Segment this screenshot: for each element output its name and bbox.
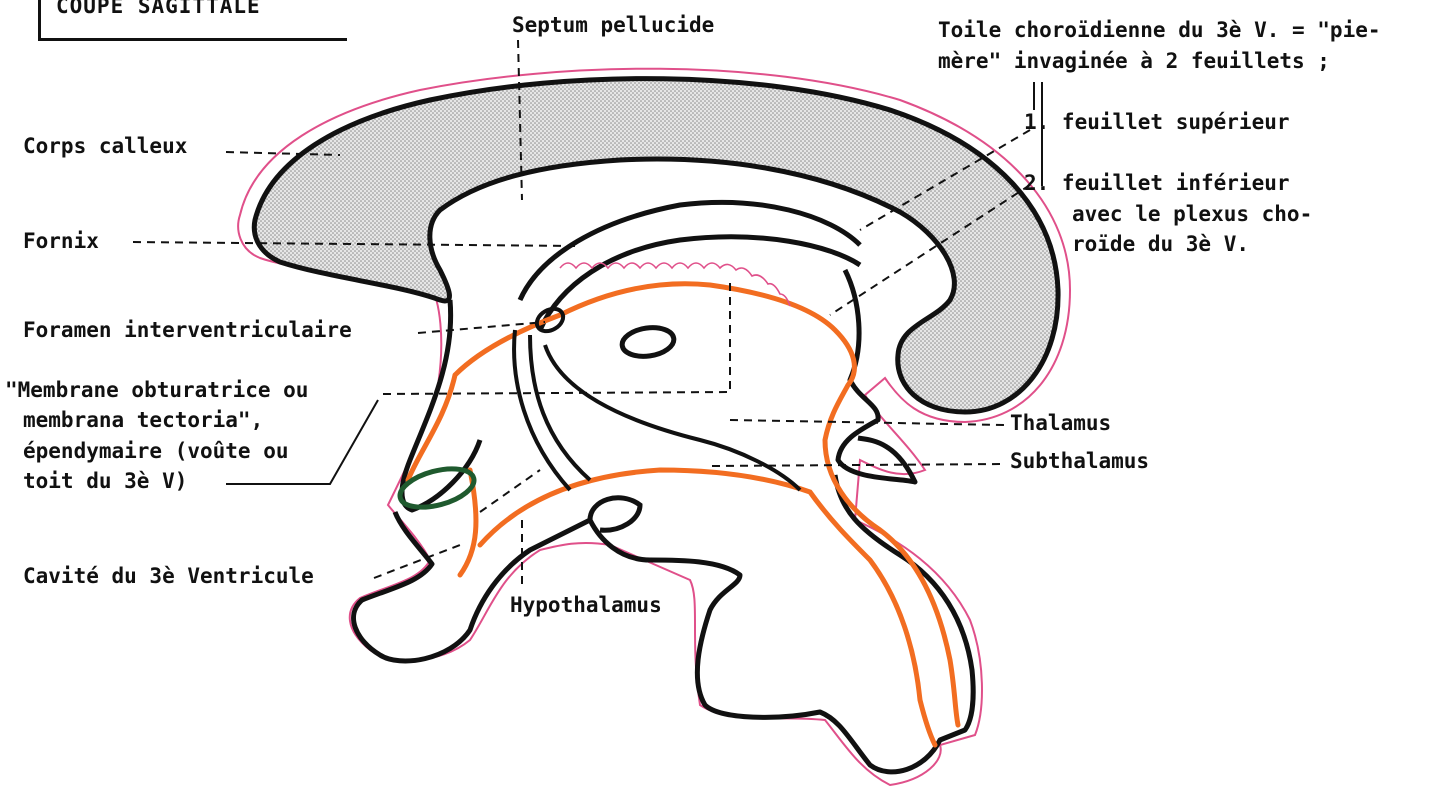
ependyma-contour xyxy=(408,284,958,745)
label-toile-line2: mère" invaginée à 2 feuillets ; xyxy=(938,46,1330,76)
label-septum-pellucide: Septum pellucide xyxy=(512,10,714,40)
label-fornix: Fornix xyxy=(23,226,99,256)
label-subthalamus: Subthalamus xyxy=(1010,446,1149,476)
label-feuillet-superieur: 1. feuillet supérieur xyxy=(1024,107,1290,137)
label-membrane-line1: "Membrane obturatrice ou xyxy=(5,375,308,405)
label-feuillet-inferieur-line2: avec le plexus cho- xyxy=(1072,199,1312,229)
label-membrane-line4: toit du 3è V) xyxy=(23,466,187,496)
interthalamic-adhesion xyxy=(620,325,675,360)
label-foramen: Foramen interventriculaire xyxy=(23,315,352,345)
label-membrane-line3: épendymaire (voûte ou xyxy=(23,436,289,466)
label-feuillet-inferieur-line3: roïde du 3è V. xyxy=(1072,229,1249,259)
label-membrane-line2: membrana tectoria", xyxy=(23,405,263,435)
label-cavite-3e-ventricule: Cavité du 3è Ventricule xyxy=(23,561,314,591)
label-thalamus: Thalamus xyxy=(1010,408,1111,438)
optic-recess xyxy=(590,498,640,530)
label-toile-line1: Toile choroïdienne du 3è V. = "pie- xyxy=(938,15,1381,45)
label-corps-calleux: Corps calleux xyxy=(23,131,187,161)
diagram-title: COUPE SAGITTALE xyxy=(56,0,261,18)
label-feuillet-inferieur-line1: 2. feuillet inférieur xyxy=(1024,168,1290,198)
label-hypothalamus: Hypothalamus xyxy=(510,590,662,620)
